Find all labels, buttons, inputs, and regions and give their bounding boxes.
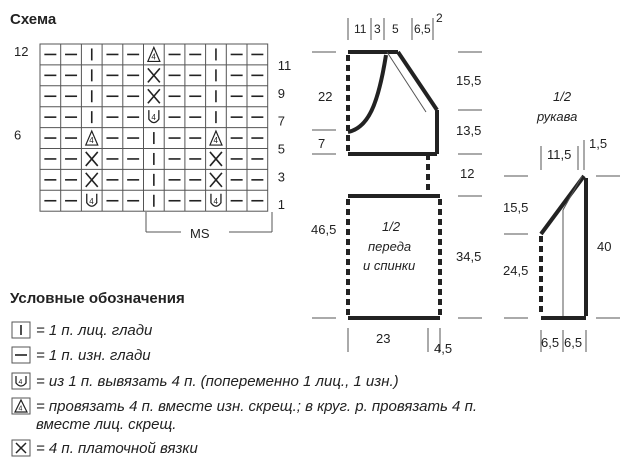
body-dim-top-2: 3 [374,22,381,36]
body-dim-armhole: 22 [318,89,332,104]
knit-stitch-icon [11,321,31,339]
purl-stitch-icon [11,346,31,364]
increase-4-symbol: 4 [210,193,222,207]
chart-row-label-right: 5 [278,142,285,157]
garter-4-symbol [85,151,99,167]
sleeve-dim-top-extra: 1,5 [589,136,607,151]
sleeve-caption-word: рукава [536,109,577,124]
garter-4-symbol [147,67,161,83]
legend-item-garter: = 4 п. платочной вязки [11,439,199,457]
garter-4-symbol [147,88,161,104]
legend-text-decrease: = провязать 4 п. вместе изн. скрещ.; в к… [36,398,477,415]
scheme-title: Схема [10,11,57,28]
legend-item-increase: 4 = из 1 п. вывязать 4 п. (попеременно 1… [11,372,399,390]
svg-text:4: 4 [19,406,23,413]
body-pattern: 11 3 5 6,5 2 22 7 46,5 15,5 13,5 12 [311,11,482,356]
legend-text-decrease-cont: вместе лиц. скрещ. [36,416,176,433]
legend-item-decrease: 4 = провязать 4 п. вместе изн. скрещ.; в… [11,397,477,433]
body-dim-body: 46,5 [311,222,336,237]
sleeve-dim-bottom-left: 6,5 [541,335,559,350]
svg-text:4: 4 [213,136,218,145]
body-dim-width: 23 [376,331,390,346]
body-dim-top-5: 2 [436,11,443,25]
sleeve-pattern: 1/2 рукава 11,5 1,5 15,5 24,5 40 6,5 6,5 [503,89,620,352]
legend-item-knit: = 1 п. лиц. глади [11,321,153,339]
chart-row-label-right: 3 [278,169,285,184]
body-dim-neck: 7 [318,136,325,151]
increase-4-symbol: 4 [148,110,160,124]
sleeve-dim-upper: 15,5 [503,200,528,215]
svg-text:4: 4 [151,113,156,122]
legend-text-garter: = 4 п. платочной вязки [36,440,199,457]
svg-text:4: 4 [19,379,23,386]
decrease-4-symbol: 4 [84,129,99,146]
increase-4-symbol: 4 [86,193,98,207]
chart-row-label-left: 12 [14,44,28,59]
chart-row-label-right: 7 [278,114,285,129]
body-caption-line2: переда [368,239,411,254]
svg-text:4: 4 [89,136,94,145]
body-dim-top-1: 11 [354,22,367,36]
svg-text:4: 4 [213,197,218,206]
ms-label: MS [190,226,210,241]
sleeve-dim-length: 40 [597,239,611,254]
sleeve-caption-fraction: 1/2 [553,89,572,104]
body-dim-top-4: 6,5 [414,22,431,36]
body-dim-extra: 4,5 [434,341,452,356]
legend-text-knit: = 1 п. лиц. глади [36,322,153,339]
garter-4-symbol [85,172,99,188]
sleeve-dim-lower: 24,5 [503,263,528,278]
legend-title: Условные обозначения [10,290,185,307]
legend-item-purl: = 1 п. изн. глади [11,346,151,364]
body-dim-side: 12 [460,166,474,181]
chart-row-label-right: 1 [278,197,285,212]
sleeve-dim-top: 11,5 [547,147,571,162]
chart-row-label-right: 9 [278,86,285,101]
garter-4-symbol [209,172,223,188]
body-dim-shoulder: 15,5 [456,73,481,88]
legend-text-increase: = из 1 п. вывязать 4 п. (попеременно 1 л… [36,373,399,390]
decrease-4-symbol: 4 [209,129,223,146]
ms-bracket: MS [145,212,273,241]
body-dim-armhole-right: 13,5 [456,123,481,138]
decrease-4-symbol: 4 [146,45,161,63]
legend-text-purl: = 1 п. изн. глади [36,347,151,364]
garter-4-symbol [209,151,223,167]
body-caption-fraction: 1/2 [382,219,401,234]
svg-text:4: 4 [151,52,156,61]
body-dim-lower: 34,5 [456,249,481,264]
increase-4-icon: 4 [11,372,31,390]
garter-4-icon [11,439,31,457]
body-caption-line3: и спинки [363,258,415,273]
stitch-chart-grid: 4 4 4 4 4 4 12 6 11 9 7 5 3 1 [14,43,292,212]
sleeve-dim-bottom-right: 6,5 [564,335,582,350]
chart-row-label-right: 11 [278,58,292,73]
body-dim-top-3: 5 [392,22,399,36]
decrease-4-icon: 4 [11,397,31,415]
svg-text:4: 4 [89,197,94,206]
chart-row-label-left: 6 [14,128,21,143]
